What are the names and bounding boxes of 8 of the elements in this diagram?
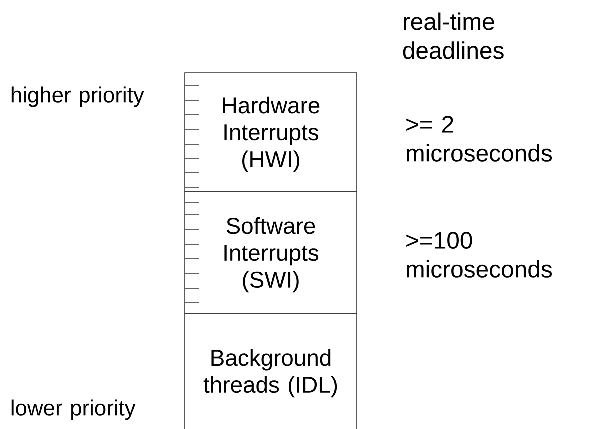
annotation-text: higher priority [12, 86, 144, 108]
annotation-text: real-time deadlines [403, 12, 504, 60]
annotation-text: >=100 microseconds [406, 232, 552, 278]
annotation-text: lower priority [12, 400, 136, 420]
annotation-text: >= 2 microseconds [406, 116, 552, 162]
layer-box: Hardware Interrupts (HWI) [184, 72, 358, 192]
layer-box: Software Interrupts (SWI) [184, 192, 358, 314]
layer-box: Background threads (IDL) [184, 314, 358, 429]
